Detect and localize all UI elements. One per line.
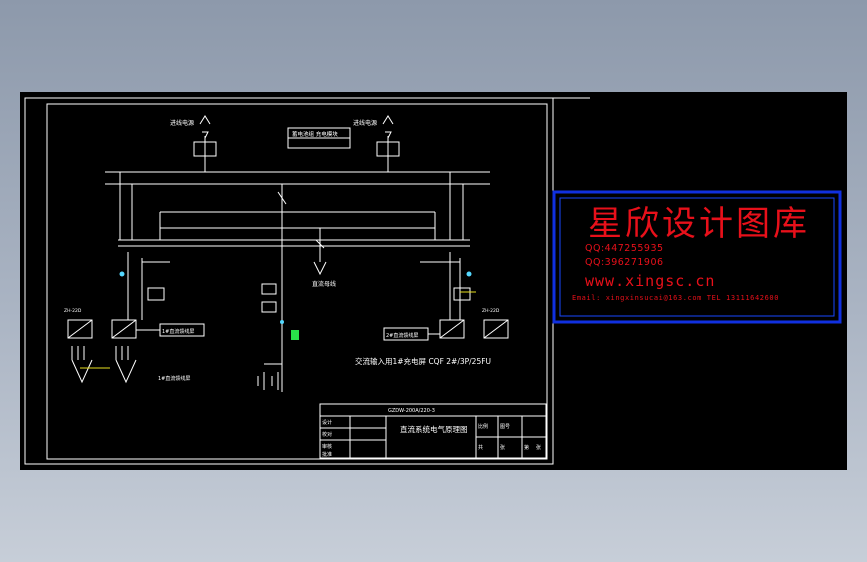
battery-note: 交流输入用1#充电屏 CQF 2#/3P/25FU xyxy=(355,356,491,366)
right-module-label: ZH-22D xyxy=(482,308,500,314)
tb-checker: 校对 xyxy=(322,431,332,438)
watermark-website: www.xingsc.cn xyxy=(585,272,716,290)
tb-sheet-a: 张 xyxy=(500,444,505,451)
tb-drawing-no: 图号 xyxy=(500,424,510,430)
sheet-inner-border xyxy=(46,103,548,460)
left-rectifier-1 xyxy=(67,319,93,339)
left-module-label: ZH-22D xyxy=(64,308,82,314)
tb-total: 共 xyxy=(478,444,483,451)
battery-string xyxy=(257,372,279,390)
schematic-drawing: 进线电源 进线电源 蓄电池组 充电模块 直流母线 ZH-22D ZH-22D 1… xyxy=(24,97,842,465)
watermark-frame-inner xyxy=(559,197,835,317)
tb-approver: 批准 xyxy=(322,451,332,458)
watermark-contact: Email: xingxinsucai@163.com TEL 13111642… xyxy=(572,294,780,302)
meter-box-label: 蓄电池组 充电模块 xyxy=(292,130,338,138)
right-output-label: 2#直流馈线屏 xyxy=(386,332,418,339)
watermark-title: 星欣设计图库 xyxy=(588,204,810,244)
top-right-label: 进线电源 xyxy=(353,119,377,127)
dc-bus-label: 直流母线 xyxy=(312,280,336,288)
watermark-frame-outer xyxy=(552,190,842,324)
right-rectifier-1 xyxy=(439,319,465,339)
sheet-outer-border xyxy=(24,97,554,465)
left-incoming-switch xyxy=(199,115,211,139)
top-left-label: 进线电源 xyxy=(170,119,194,127)
title-block-model: GZDW-200A/220-3 xyxy=(388,408,435,414)
title-block-name: 直流系统电气原理图 xyxy=(400,424,468,434)
tb-reviewer: 审核 xyxy=(322,443,332,450)
right-rectifier-2 xyxy=(483,319,509,339)
tb-designer: 设计 xyxy=(322,419,332,426)
left-output-label: 1#直流馈线屏 xyxy=(162,328,194,335)
watermark-qq-1: QQ:447255935 xyxy=(585,243,664,254)
watermark-qq-2: QQ:396271906 xyxy=(585,257,664,268)
bottom-left-label: 1#直流馈线屏 xyxy=(158,375,190,382)
tb-no: 第 xyxy=(524,444,529,451)
tb-scale: 比例 xyxy=(478,423,488,430)
left-rectifier-2 xyxy=(111,319,137,339)
cad-viewport[interactable]: 进线电源 进线电源 蓄电池组 充电模块 直流母线 ZH-22D ZH-22D 1… xyxy=(20,92,847,470)
title-block xyxy=(319,403,547,459)
tb-sheet-b: 张 xyxy=(536,444,541,451)
right-incoming-switch xyxy=(382,115,394,139)
